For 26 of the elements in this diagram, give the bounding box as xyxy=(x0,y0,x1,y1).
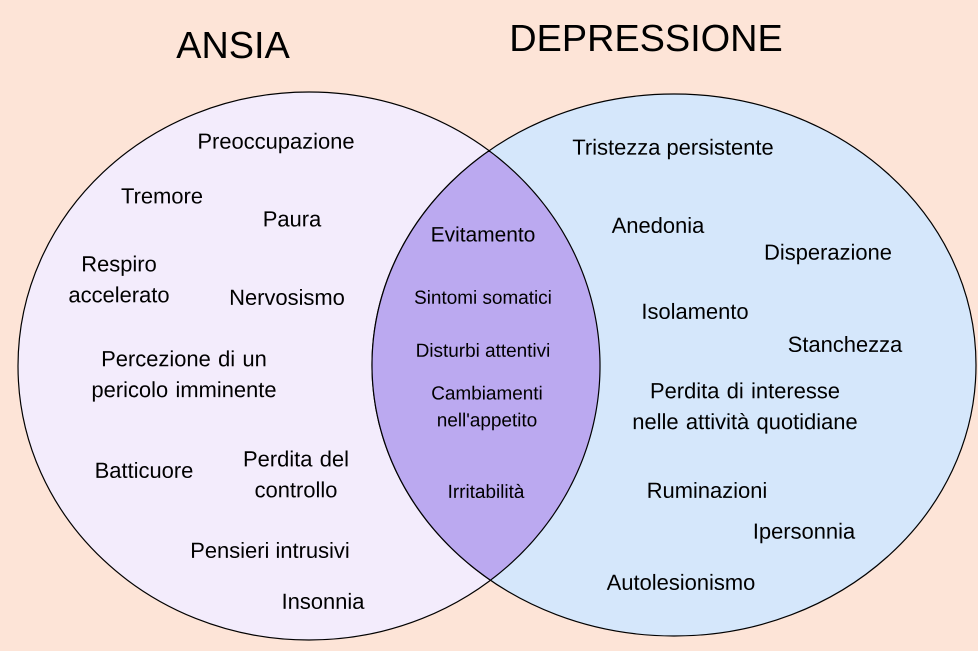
symptom-label: Nervosismo xyxy=(230,288,344,306)
symptom-label: Paura xyxy=(264,211,322,227)
venn-title: DEPRESSIONE xyxy=(512,24,782,52)
symptom-label: Stanchezza xyxy=(788,336,902,352)
symptom-label: Insonnia xyxy=(284,592,364,610)
venn-title: ANSIA xyxy=(176,32,290,58)
symptom-label: Cambiamenti nell'appetito xyxy=(432,386,542,430)
symptom-label: Tremore xyxy=(122,188,202,204)
symptom-label: Ruminazioni xyxy=(648,482,766,498)
symptom-label: Irritabilità xyxy=(449,484,524,498)
symptom-label: Disturbi attentivi xyxy=(417,343,550,357)
symptom-label: Percezione di un pericolo imminente xyxy=(92,350,276,402)
symptom-label: Perdita del controllo xyxy=(244,450,348,498)
symptom-label: Perdita di interesse nelle attività quotidiane xyxy=(634,382,857,434)
symptom-label: Respiro accelerato xyxy=(69,256,169,302)
symptom-label: Evitamento xyxy=(432,226,534,242)
symptom-label: Isolamento xyxy=(643,302,748,320)
symptom-label: Anedonia xyxy=(612,216,704,234)
symptom-label: Sintomi somatici xyxy=(414,290,551,304)
symptom-label: Disperazione xyxy=(766,244,891,264)
symptom-label: Tristezza persistente xyxy=(572,138,773,160)
symptom-label: Batticuore xyxy=(96,462,192,478)
symptom-label: Preoccupazione xyxy=(199,132,354,154)
symptom-label: Pensieri intrusivi xyxy=(192,542,348,558)
symptom-label: Ipersonnia xyxy=(754,522,856,544)
symptom-label: Autolesionismo xyxy=(606,574,754,590)
